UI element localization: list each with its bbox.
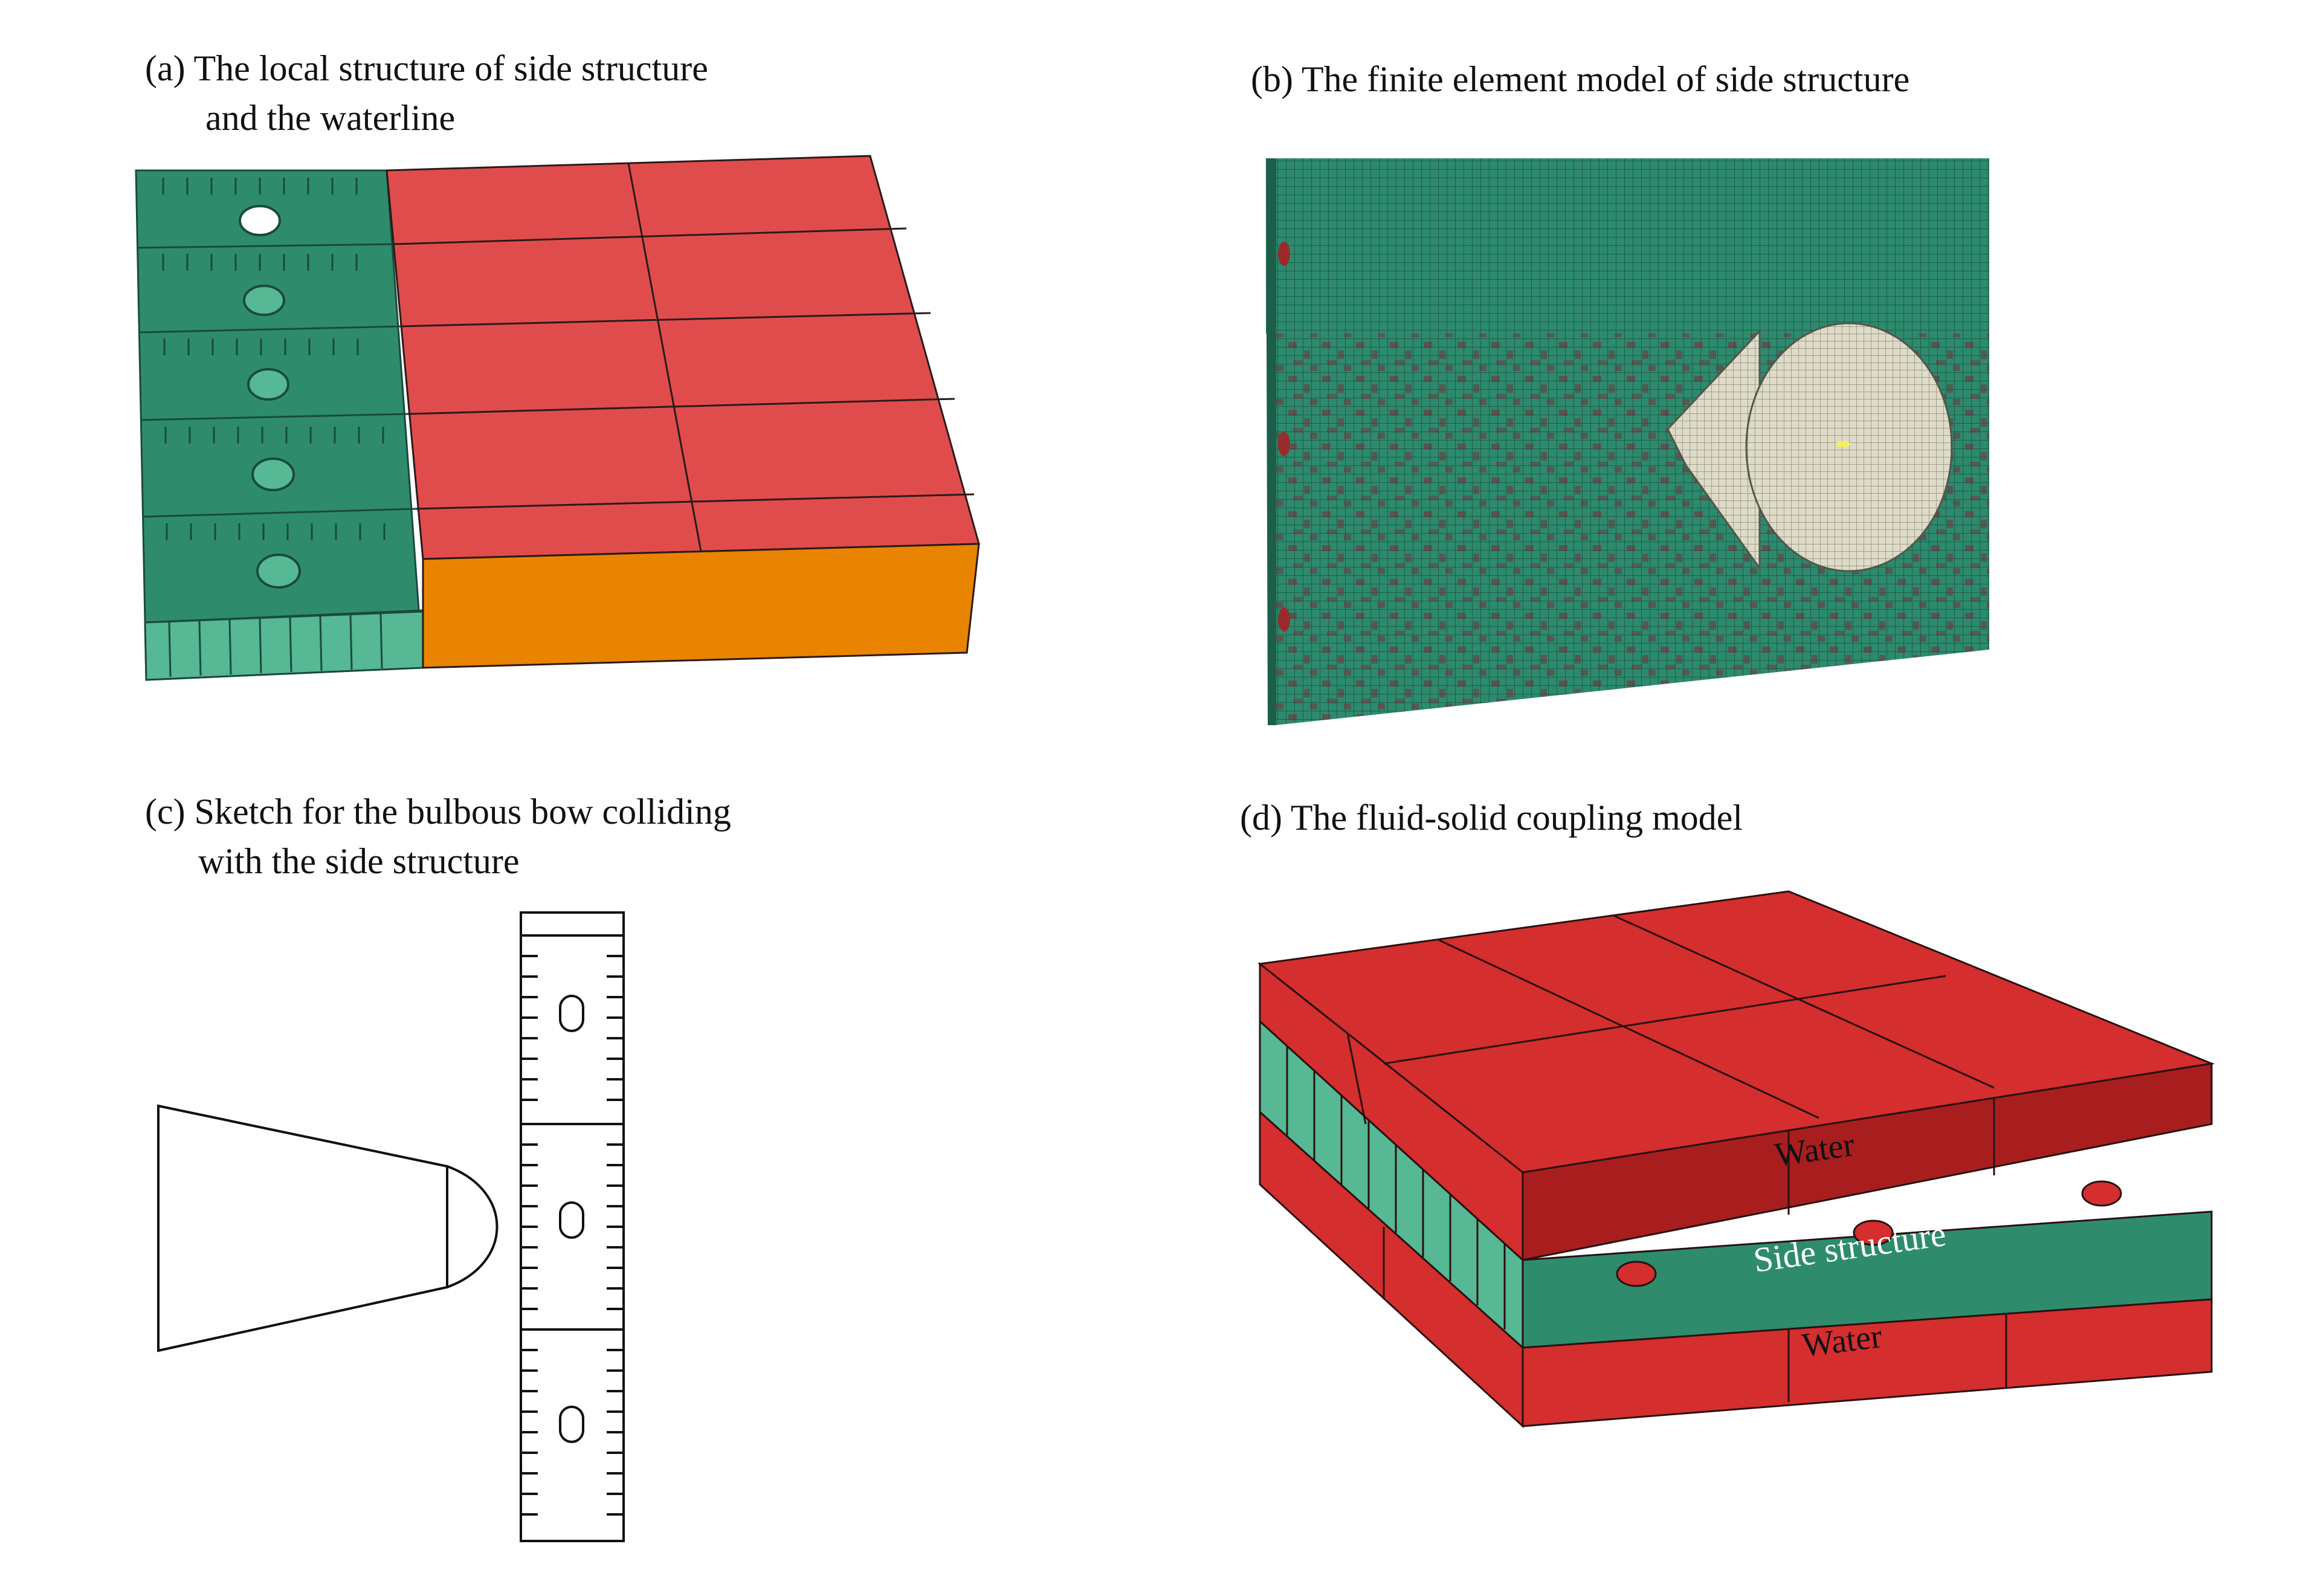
panel-c-hole-3 [559, 1406, 584, 1443]
panel-a-frame-lines [137, 243, 424, 677]
panel-b-edge-holes [1278, 242, 1290, 632]
caption-c: (c) Sketch for the bulbous bow colliding… [145, 787, 731, 886]
caption-a: (a) The local structure of side structur… [145, 44, 708, 143]
caption-a-line1: (a) The local structure of side structur… [145, 48, 708, 88]
panel-b-contact-point [1836, 441, 1850, 447]
panel-d-structure-stiffeners [1286, 1045, 1506, 1329]
panel-a-water-top [386, 155, 980, 560]
panel-c-bow-nose [447, 1165, 499, 1288]
panel-c-hole-1 [559, 995, 584, 1032]
caption-d-line1: (d) The fluid-solid coupling model [1240, 798, 1743, 838]
panel-b-mesh-left-edge [1266, 158, 1276, 725]
panel-a-structure [135, 155, 980, 681]
panel-a-hole-3 [247, 368, 289, 401]
panel-a-tick-marks [162, 178, 386, 540]
panel-c-bow-trapezoid [157, 1104, 448, 1352]
panel-a-hole-5 [256, 554, 301, 589]
caption-a-line2: and the waterline [205, 98, 456, 138]
panel-a-hole-4 [251, 457, 295, 491]
panel-d-coupling-model [1257, 890, 2215, 1429]
panel-c-sketch [157, 911, 625, 1542]
panel-b-bulbous-bow [1667, 322, 1953, 572]
panel-d-hole-1 [1616, 1261, 1657, 1287]
caption-c-line2: with the side structure [198, 841, 520, 881]
panel-d-hole-2 [1853, 1219, 1894, 1246]
panel-d-hole-3 [2081, 1180, 2122, 1207]
caption-c-line1: (c) Sketch for the bulbous bow colliding [145, 792, 731, 832]
caption-b-line1: (b) The finite element model of side str… [1251, 59, 1910, 99]
panel-b-bow-cone [1667, 329, 1761, 571]
panel-d-structure-front [1522, 1210, 2213, 1349]
panel-a-hole-2 [243, 285, 285, 316]
panel-b-bow-face [1745, 322, 1953, 572]
panel-a-hull-orange [422, 543, 980, 669]
panel-a-hole-1 [239, 205, 281, 236]
panel-c-hole-2 [559, 1201, 584, 1239]
panel-d-water-top-grid [1346, 914, 1995, 1215]
panel-c-ticks [521, 955, 624, 1516]
panel-b-mesh-top [1266, 158, 1989, 334]
caption-d: (d) The fluid-solid coupling model [1240, 793, 1743, 842]
panel-b-fe-model [1266, 158, 1989, 725]
panel-d-water-top-front [1522, 1062, 2213, 1261]
caption-b: (b) The finite element model of side str… [1251, 54, 1909, 104]
panel-a-water-grid [393, 163, 975, 552]
